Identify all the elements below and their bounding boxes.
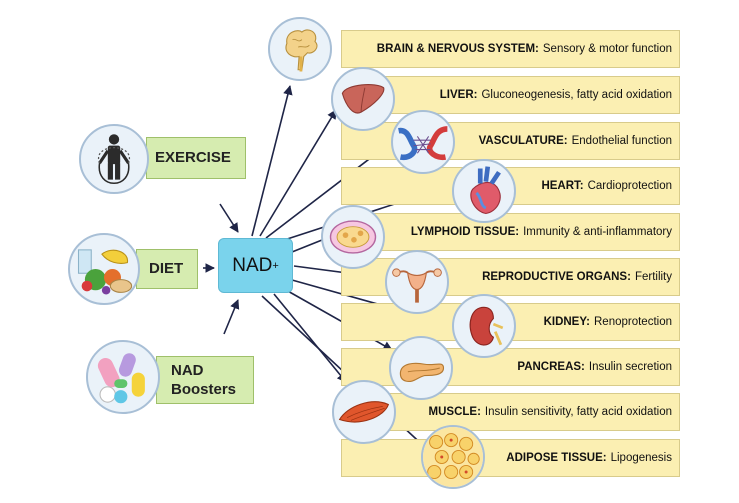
organ-name: PANCREAS:	[517, 361, 585, 373]
organ-effect: Lipogenesis	[610, 452, 672, 464]
kidney-icon	[452, 294, 516, 358]
organ-row-muscle: MUSCLE: Insulin sensitivity, fatty acid …	[341, 393, 680, 431]
organ-effect: Fertility	[634, 271, 672, 283]
heart-icon	[452, 159, 516, 223]
vasculature-icon	[391, 110, 455, 174]
organ-effect: Immunity & anti-inflammatory	[523, 226, 672, 238]
diet-icon	[68, 233, 140, 305]
nad-hub-superscript: +	[272, 259, 279, 272]
organ-effect: Gluconeogenesis, fatty acid oxidation	[481, 89, 672, 101]
arrow-to-liver	[259, 109, 337, 237]
muscle-icon	[332, 380, 396, 444]
arrow-exercise-to-nad	[219, 203, 239, 233]
organ-name: MUSCLE:	[428, 406, 481, 418]
reproductive-icon	[385, 250, 449, 314]
nad-boosters-box: NAD Boosters	[156, 356, 254, 404]
organ-name: BRAIN & NERVOUS SYSTEM:	[376, 43, 539, 55]
exercise-icon	[79, 124, 149, 194]
arrow-to-brain	[251, 85, 293, 237]
organ-effect: Sensory & motor function	[542, 43, 672, 55]
lymphoid-icon	[321, 205, 385, 269]
pancreas-icon	[389, 336, 453, 400]
liver-icon	[331, 67, 395, 131]
organ-effect: Renoprotection	[594, 316, 672, 328]
organ-name: LIVER:	[439, 89, 478, 101]
exercise-label: EXERCISE	[155, 149, 231, 166]
nad-boosters-icon	[86, 340, 160, 414]
arrow-boosters-to-nad	[223, 299, 240, 335]
diet-box: DIET	[136, 249, 198, 289]
organ-name: ADIPOSE TISSUE:	[506, 452, 607, 464]
organ-effect: Endothelial function	[571, 135, 672, 147]
organ-name: LYMPHOID TISSUE:	[410, 226, 520, 238]
diet-label: DIET	[149, 260, 184, 277]
organ-row-lymphoid: LYMPHOID TISSUE: Immunity & anti-inflamm…	[341, 213, 680, 251]
organ-name: HEART:	[541, 180, 584, 192]
brain-icon	[268, 17, 332, 81]
organ-effect: Insulin sensitivity, fatty acid oxidatio…	[484, 406, 672, 418]
organ-name: KIDNEY:	[543, 316, 590, 328]
organ-row-adipose: ADIPOSE TISSUE: Lipogenesis	[341, 439, 680, 477]
nad-hub-label: NAD	[232, 254, 273, 276]
organ-row-brain: BRAIN & NERVOUS SYSTEM: Sensory & motor …	[341, 30, 680, 68]
organ-name: REPRODUCTIVE ORGANS:	[482, 271, 631, 283]
organ-effect: Insulin secretion	[588, 361, 672, 373]
organ-name: VASCULATURE:	[478, 135, 568, 147]
arrow-to-muscle	[273, 293, 347, 383]
boosters-label-line2: Boosters	[171, 381, 237, 398]
adipose-icon	[421, 425, 485, 489]
nad-hub: NAD+	[218, 238, 293, 293]
boosters-label-line1: NAD	[171, 362, 204, 379]
organ-row-liver: LIVER: Gluconeogenesis, fatty acid oxida…	[341, 76, 680, 114]
organ-effect: Cardioprotection	[587, 180, 672, 192]
exercise-box: EXERCISE	[146, 137, 246, 179]
